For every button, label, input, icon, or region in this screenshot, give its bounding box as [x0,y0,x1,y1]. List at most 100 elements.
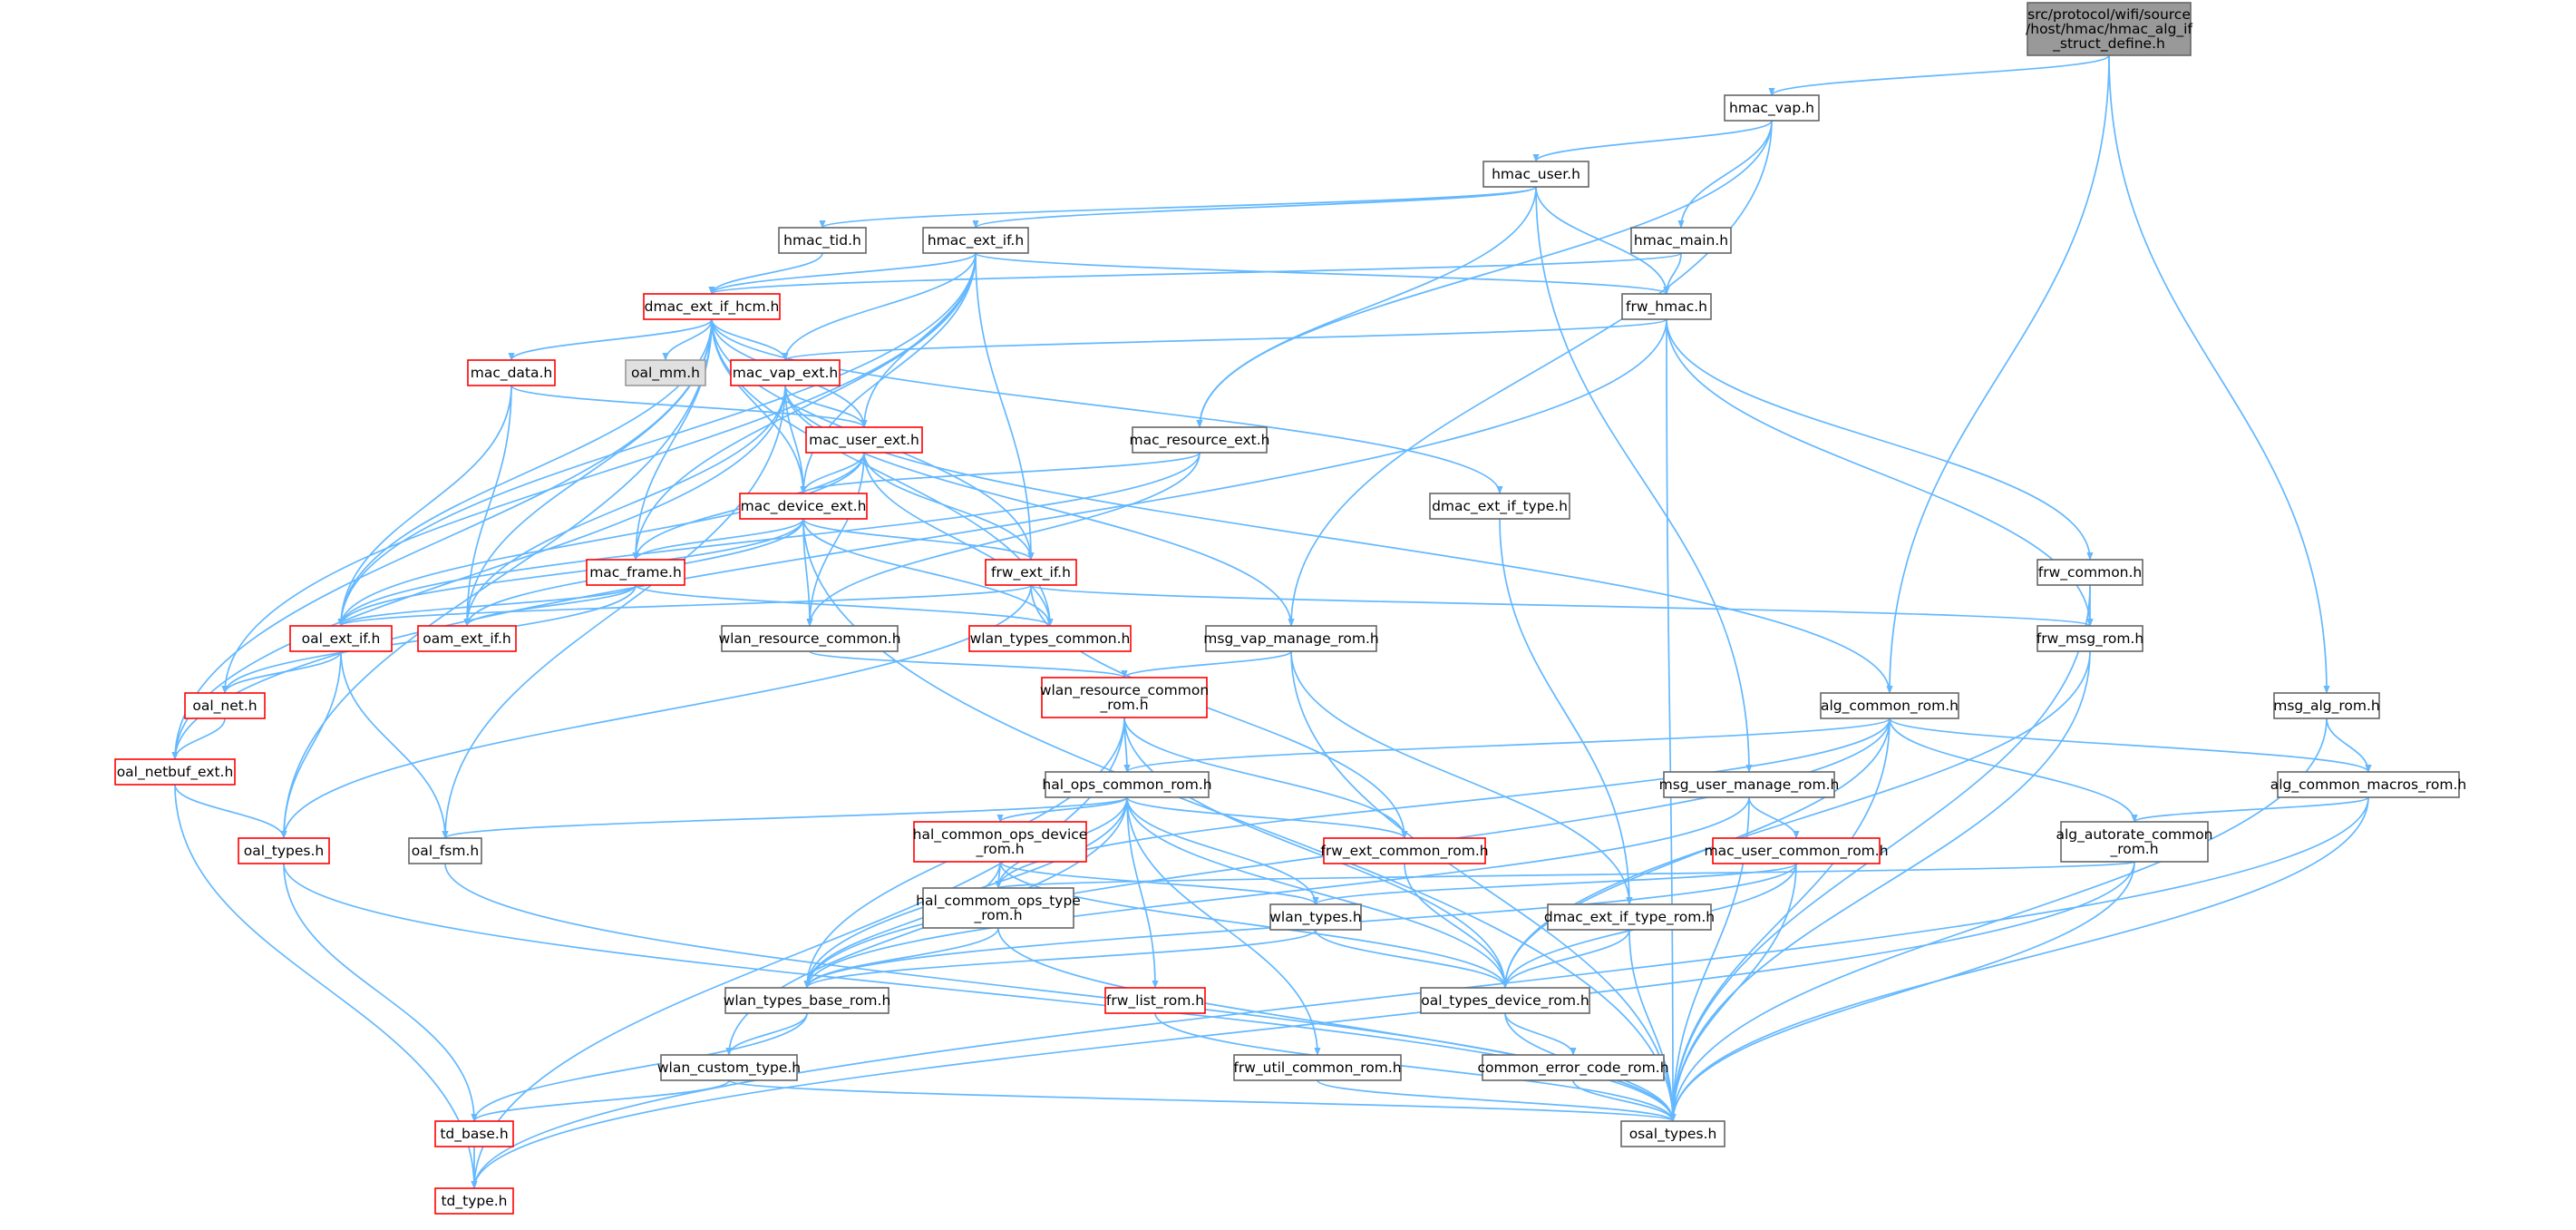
edge-hal_common_ops_device_rom-to-oal_types_device_rom [999,861,1509,989]
node-common-error-code-rom[interactable]: common_error_code_rom.h [1477,1054,1669,1081]
node-hmac-ext-if[interactable]: hmac_ext_if.h [922,227,1029,254]
node-wlan-types[interactable]: wlan_types.h [1269,903,1362,931]
node-hmac-user[interactable]: hmac_user.h [1482,161,1589,188]
node-root: src/protocol/wifi/source/host/hmac/hmac_… [2026,2,2193,56]
node-box [1269,903,1362,931]
edge-hmac_vap-to-hmac_main [1677,120,1773,229]
node-wlan-types-common[interactable]: wlan_types_common.h [968,625,1132,652]
edge-hmac_ext_if-to-oal_net [221,252,977,694]
edge-mac_frame-to-wlan_types_common [635,584,1054,627]
edge-oal_types_device_rom-to-common_error_code_rom [1504,1012,1577,1056]
node-label: mac_data.h [471,365,553,382]
edge-alg_common_rom-to-oal_types_device_rom [1502,718,1891,989]
edge-dmac_ext_if_hcm-to-mac_device_ext [711,318,807,494]
node-hal-ops-common-rom[interactable]: hal_ops_common_rom.h [1042,771,1212,798]
edge-wlan_resource_common_rom-to-oal_types_device_rom [1123,717,1509,989]
node-dmac-ext-if-type[interactable]: dmac_ext_if_type.h [1429,493,1570,520]
node-msg-alg-rom[interactable]: msg_alg_rom.h [2273,692,2380,719]
node-frw-hmac[interactable]: frw_hmac.h [1621,293,1712,320]
node-mac-user-common-rom[interactable]: mac_user_common_rom.h [1704,837,1889,864]
node-box [2277,771,2460,798]
node-box [1712,837,1881,864]
node-oal-mm[interactable]: oal_mm.h [625,359,706,386]
node-label: oal_fsm.h [412,843,479,860]
node-label: mac_user_ext.h [809,432,919,449]
node-oal-types[interactable]: oal_types.h [238,837,330,864]
node-wlan-types-base-rom[interactable]: wlan_types_base_rom.h [724,987,891,1014]
node-box [739,493,868,520]
edge-hmac_ext_if-to-mac_vap_ext [782,252,977,361]
edge-alg_autorate_common_rom-to-hal_commom_ops_type_rom [996,861,2135,889]
node-alg-common-macros-rom[interactable]: alg_common_macros_rom.h [2270,771,2466,798]
node-frw-ext-if[interactable]: frw_ext_if.h [985,559,1077,586]
node-label: hmac_ext_if.h [928,232,1024,249]
node-msg-user-manage-rom[interactable]: msg_user_manage_rom.h [1659,771,1840,798]
node-hal-common-ops-device-rom[interactable]: hal_common_ops_device_rom.h [913,821,1088,863]
edge-mac_vap_ext-to-oam_ext_if [463,385,786,627]
node-mac-data[interactable]: mac_data.h [467,359,556,386]
edge-hmac_ext_if-to-oal_ext_if [337,252,977,627]
node-mac-vap-ext[interactable]: mac_vap_ext.h [730,359,841,386]
node-frw-msg-rom[interactable]: frw_msg_rom.h [2036,625,2143,652]
node-label: td_type.h [441,1193,507,1210]
node-frw-ext-common-rom[interactable]: frw_ext_common_rom.h [1320,837,1489,864]
node-box [434,1187,514,1215]
node-wlan-resource-common-rom[interactable]: wlan_resource_common_rom.h [1040,677,1209,718]
node-box [922,227,1029,254]
node-td-base[interactable]: td_base.h [434,1120,514,1147]
edge-wlan_custom_type-to-td_base [471,1079,730,1122]
node-td-type[interactable]: td_type.h [434,1187,514,1215]
node-label: msg_alg_rom.h [2273,698,2380,715]
edge-hmac_vap-to-msg_vap_manage_rom [1288,120,1773,627]
node-mac-frame[interactable]: mac_frame.h [586,559,685,586]
edge-frw_ext_if-to-oal_types [280,584,1032,839]
node-oal-types-device-rom[interactable]: oal_types_device_rom.h [1420,987,1590,1014]
node-dmac-ext-if-hcm[interactable]: dmac_ext_if_hcm.h [643,293,781,320]
node-hmac-main[interactable]: hmac_main.h [1630,227,1732,254]
edge-oal_ext_if-to-oal_types [280,650,342,839]
edge-oal_types-to-td_base [283,863,478,1122]
node-hal-commom-ops-type-rom[interactable]: hal_commom_ops_type_rom.h [916,887,1081,929]
node-oal-ext-if[interactable]: oal_ext_if.h [289,625,393,652]
node-oam-ext-if[interactable]: oam_ext_if.h [417,625,517,652]
node-wlan-resource-common[interactable]: wlan_resource_common.h [718,625,901,652]
node-frw-list-rom[interactable]: frw_list_rom.h [1104,987,1206,1014]
node-label: hmac_user.h [1492,166,1580,183]
node-alg-common-rom[interactable]: alg_common_rom.h [1820,692,1959,719]
edge-hal_ops_common_rom-to-oal_fsm [442,796,1128,839]
node-label: alg_common_macros_rom.h [2270,776,2466,794]
edge-mac_user_common_rom-to-wlan_types [1312,863,1797,905]
node-label: hal_common_ops_device [913,826,1088,844]
node-frw-util-common-rom[interactable]: frw_util_common_rom.h [1233,1054,1402,1081]
node-label: frw_util_common_rom.h [1233,1059,1401,1077]
node-mac-resource-ext[interactable]: mac_resource_ext.h [1130,426,1270,454]
edge-alg_common_macros_rom-to-alg_autorate_common_rom [2131,796,2369,823]
node-hmac-tid[interactable]: hmac_tid.h [778,227,867,254]
node-box [1205,625,1377,652]
edge-frw_hmac-to-mac_vap_ext [782,318,1667,361]
node-dmac-ext-if-type-rom[interactable]: dmac_ext_if_type_rom.h [1544,903,1715,931]
node-label: _rom.h [973,907,1022,924]
node-msg-vap-manage-rom[interactable]: msg_vap_manage_rom.h [1203,625,1379,652]
node-label: alg_autorate_common [2056,826,2212,844]
edge-dmac_ext_if_hcm-to-mac_vap_ext [711,318,789,361]
node-osal-types[interactable]: osal_types.h [1620,1120,1725,1147]
node-alg-autorate-common-rom[interactable]: alg_autorate_common_rom.h [2056,821,2213,863]
node-wlan-custom-type[interactable]: wlan_custom_type.h [657,1054,801,1081]
edge-mac_device_ext-to-oal_ext_if [337,518,804,627]
edge-common_error_code_rom-to-osal_types [1572,1079,1677,1122]
edge-wlan_types_base_rom-to-wlan_custom_type [725,1012,808,1056]
node-label: msg_vap_manage_rom.h [1203,630,1378,648]
node-mac-device-ext[interactable]: mac_device_ext.h [739,493,868,520]
node-oal-net[interactable]: oal_net.h [184,692,266,719]
node-mac-user-ext[interactable]: mac_user_ext.h [805,426,923,454]
node-frw-common[interactable]: frw_common.h [2036,559,2143,586]
edge-mac_device_ext-to-frw_ext_if [802,518,1035,561]
node-hmac-vap[interactable]: hmac_vap.h [1724,94,1820,122]
edge-hmac_ext_if-to-frw_hmac [975,252,1670,295]
edge-wlan_resource_common_rom-to-td_type [471,717,1125,1189]
node-box [922,887,1074,929]
node-oal-netbuf-ext[interactable]: oal_netbuf_ext.h [114,758,236,786]
node-oal-fsm[interactable]: oal_fsm.h [408,837,482,864]
edge-root-to-msg_alg_rom [2108,54,2330,694]
